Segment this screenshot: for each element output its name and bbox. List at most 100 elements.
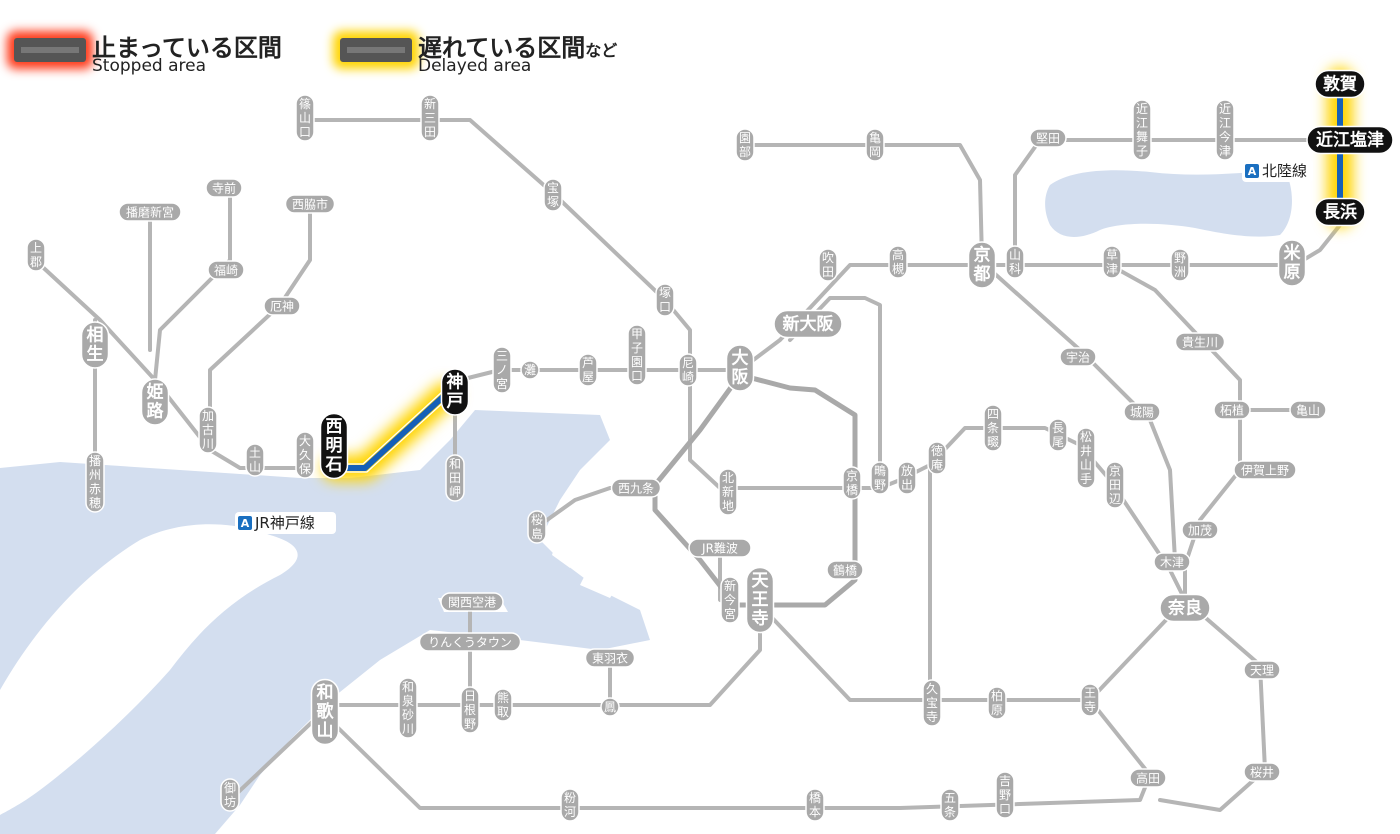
svg-text:野: 野 bbox=[999, 788, 1011, 802]
svg-text:三: 三 bbox=[424, 111, 436, 125]
svg-text:播磨新宮: 播磨新宮 bbox=[126, 205, 174, 220]
svg-text:山: 山 bbox=[1009, 248, 1021, 262]
katamachi-line bbox=[878, 426, 1187, 602]
port-islands bbox=[552, 545, 615, 598]
svg-text:砂: 砂 bbox=[402, 708, 414, 722]
svg-text:橋: 橋 bbox=[846, 483, 858, 497]
svg-text:放: 放 bbox=[901, 463, 913, 478]
station-higashihagoromo: 東羽衣 bbox=[584, 648, 636, 668]
station-uji: 宇治 bbox=[1059, 347, 1097, 367]
svg-text:ノ: ノ bbox=[496, 363, 508, 377]
svg-text:根: 根 bbox=[464, 703, 476, 717]
station-kyotanabe: 京田辺 bbox=[1105, 461, 1125, 509]
kansai-line bbox=[1183, 408, 1242, 602]
svg-text:寺: 寺 bbox=[752, 608, 769, 629]
island-awaji bbox=[0, 524, 298, 815]
station-oji: 王寺 bbox=[1080, 683, 1100, 717]
svg-text:吉: 吉 bbox=[999, 774, 1011, 788]
station-nishiakashi: 西明石 bbox=[319, 412, 349, 480]
svg-text:堅田: 堅田 bbox=[1036, 132, 1060, 146]
svg-text:田: 田 bbox=[1109, 478, 1121, 492]
svg-text:宝: 宝 bbox=[547, 181, 559, 195]
svg-text:東羽衣: 東羽衣 bbox=[592, 651, 628, 666]
station-tenri: 天理 bbox=[1243, 660, 1281, 680]
svg-text:尾: 尾 bbox=[1052, 435, 1064, 449]
svg-text:江: 江 bbox=[1219, 116, 1231, 130]
station-kameoka: 亀岡 bbox=[865, 128, 885, 162]
svg-text:四: 四 bbox=[987, 407, 999, 421]
svg-text:子: 子 bbox=[1136, 144, 1148, 158]
station-aioi: 相生 bbox=[80, 321, 110, 369]
svg-text:久: 久 bbox=[299, 448, 311, 462]
svg-text:長浜: 長浜 bbox=[1323, 203, 1357, 223]
station-kobe: 神戸 bbox=[440, 368, 470, 416]
svg-text:長: 長 bbox=[1052, 421, 1064, 435]
svg-text:上: 上 bbox=[30, 241, 42, 255]
station-wadamisaki: 和田岬 bbox=[445, 454, 465, 502]
station-sannomiya: 三ノ宮 bbox=[492, 346, 512, 394]
osaka-bay bbox=[0, 410, 650, 834]
svg-text:田: 田 bbox=[424, 125, 436, 139]
svg-text:川: 川 bbox=[202, 437, 214, 451]
svg-text:播: 播 bbox=[89, 454, 101, 468]
svg-text:柏: 柏 bbox=[991, 688, 1003, 703]
legend-delayed-en: Delayed area bbox=[418, 56, 532, 76]
svg-text:A: A bbox=[1248, 165, 1257, 178]
svg-text:穂: 穂 bbox=[89, 496, 101, 510]
svg-text:歌: 歌 bbox=[317, 701, 335, 722]
station-maibara: 米原 bbox=[1277, 239, 1307, 287]
legend-delayed-ja: 遅れている区間など bbox=[418, 28, 617, 63]
svg-text:庵: 庵 bbox=[931, 457, 943, 472]
station-nagao: 長尾 bbox=[1048, 418, 1068, 452]
svg-text:子: 子 bbox=[631, 341, 643, 355]
svg-text:貴生川: 貴生川 bbox=[1182, 336, 1218, 350]
station-yakujin: 厄神 bbox=[263, 296, 301, 316]
station-wakayama: 和歌山 bbox=[310, 678, 340, 746]
svg-text:条: 条 bbox=[944, 805, 956, 819]
svg-text:相: 相 bbox=[87, 325, 104, 346]
station-yasu: 野洲 bbox=[1170, 248, 1190, 282]
svg-text:宇治: 宇治 bbox=[1066, 351, 1090, 365]
svg-text:伊賀上野: 伊賀上野 bbox=[1241, 464, 1289, 478]
svg-text:亀山: 亀山 bbox=[1296, 404, 1320, 418]
station-sakurajima: 桜島 bbox=[527, 510, 547, 544]
station-otori: 鳳 bbox=[600, 697, 620, 717]
svg-text:槻: 槻 bbox=[892, 261, 904, 276]
svg-text:熊: 熊 bbox=[497, 690, 509, 705]
svg-text:路: 路 bbox=[147, 401, 165, 422]
station-kitashinchi: 北新地 bbox=[718, 468, 738, 516]
svg-text:生: 生 bbox=[87, 344, 104, 365]
station-kyoto: 京都 bbox=[967, 241, 997, 289]
lake-biwa bbox=[1045, 170, 1292, 237]
svg-text:近江塩津: 近江塩津 bbox=[1316, 130, 1384, 151]
station-sonobe: 園部 bbox=[735, 128, 755, 162]
svg-text:都: 都 bbox=[973, 264, 991, 285]
station-fukusaki: 福崎 bbox=[207, 260, 245, 280]
svg-text:山: 山 bbox=[317, 721, 334, 741]
svg-text:天理: 天理 bbox=[1250, 664, 1274, 678]
svg-text:宝: 宝 bbox=[926, 696, 938, 710]
svg-text:条: 条 bbox=[987, 421, 999, 435]
svg-text:崎: 崎 bbox=[682, 370, 694, 384]
svg-text:州: 州 bbox=[89, 468, 101, 482]
station-hanaten: 放出 bbox=[897, 461, 917, 495]
station-joyo: 城陽 bbox=[1123, 402, 1161, 422]
station-ashiya: 芦屋 bbox=[578, 353, 598, 387]
station-omishiotsu: 近江塩津 bbox=[1306, 125, 1394, 155]
svg-text:JR難波: JR難波 bbox=[701, 541, 738, 556]
station-shinsanda: 新三田 bbox=[420, 94, 440, 142]
svg-text:京: 京 bbox=[1109, 464, 1121, 478]
svg-text:西九条: 西九条 bbox=[618, 482, 654, 496]
svg-text:福崎: 福崎 bbox=[214, 263, 238, 278]
station-kashiwara: 柏原 bbox=[987, 686, 1007, 720]
svg-text:三: 三 bbox=[496, 349, 508, 363]
legend-stopped-en: Stopped area bbox=[92, 56, 207, 76]
svg-text:高: 高 bbox=[892, 247, 904, 262]
svg-text:岡: 岡 bbox=[869, 145, 881, 159]
station-doyama: 土山 bbox=[245, 443, 265, 477]
svg-text:赤: 赤 bbox=[89, 482, 101, 496]
svg-text:園: 園 bbox=[631, 355, 643, 369]
station-sasayamaguchi: 篠山口 bbox=[295, 94, 315, 142]
svg-text:辺: 辺 bbox=[1109, 492, 1121, 506]
